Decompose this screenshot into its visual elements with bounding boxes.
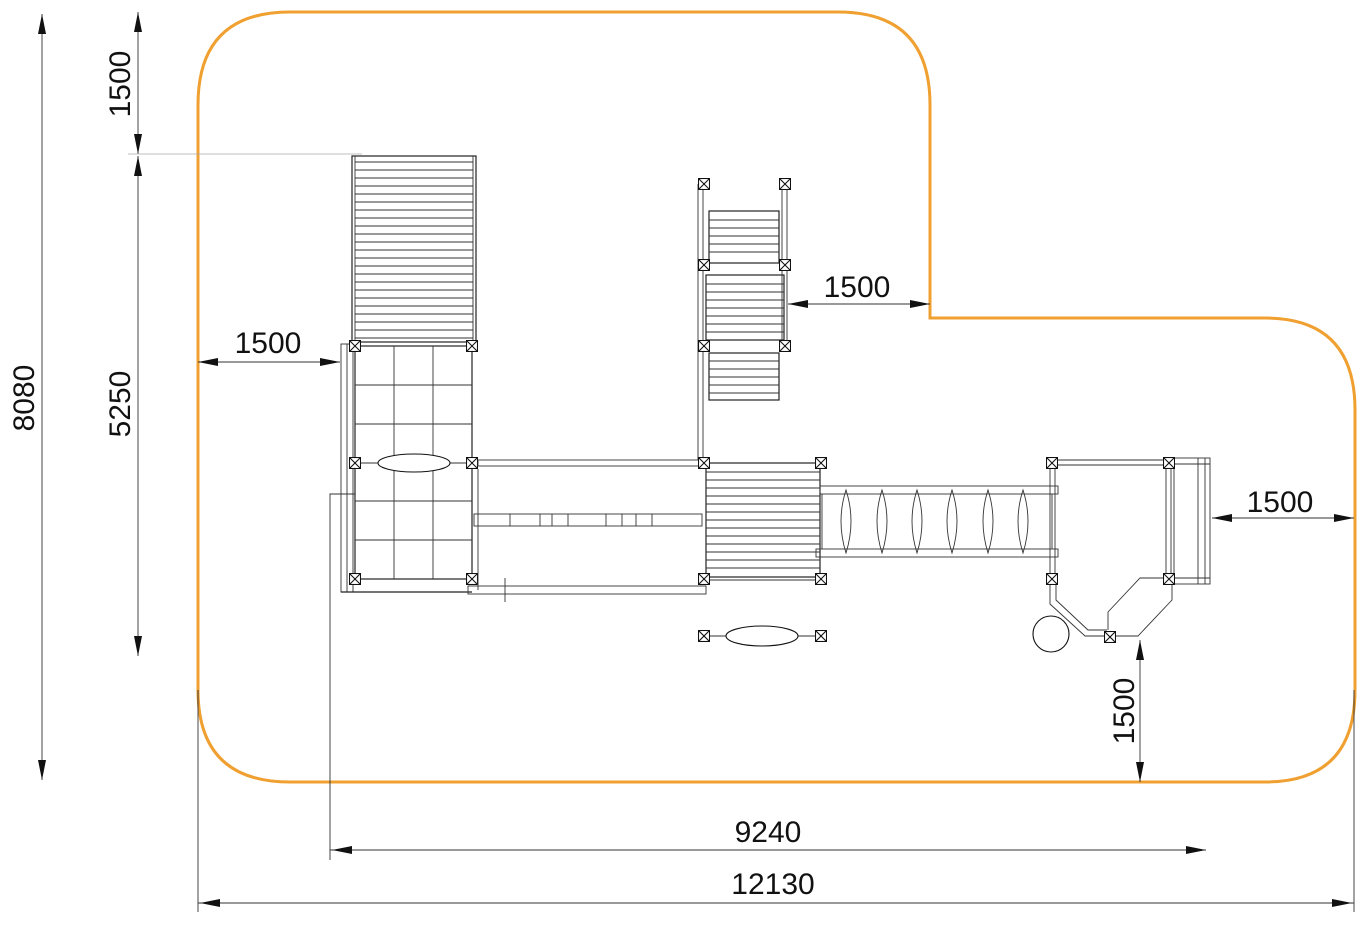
connecting-bridge [467,459,707,602]
dim-mid-clearance [788,300,930,308]
label-right-clearance: 1500 [1247,486,1314,519]
middle-upper-stair [697,184,788,460]
dim-right-clearance [1212,514,1354,522]
dim-left-clearance [198,358,340,366]
dim-structure-depth [134,156,142,656]
label-total-width: 12130 [731,868,814,901]
left-top-ladder [351,155,477,343]
safety-zone-boundary [196,10,1357,784]
lower-oval-element [704,625,820,647]
label-bottom-clearance: 1500 [1108,678,1141,745]
label-total-height: 8080 [8,365,41,432]
dim-bottom-clearance [1136,640,1144,782]
right-tower [1032,457,1211,653]
dim-total-width [197,690,1355,912]
middle-slat-platform [705,462,825,581]
label-structure-depth: 5250 [104,371,137,438]
label-mid-clearance: 1500 [824,271,891,304]
label-left-clearance: 1500 [235,327,302,360]
dim-structure-width [330,846,1206,854]
dim-top-offset [128,12,362,155]
label-structure-width: 9240 [735,816,802,849]
label-top-offset: 1500 [104,51,137,118]
left-climbing-grid [329,343,473,860]
dim-total-height [38,14,46,780]
rope-bridge [815,485,1059,558]
